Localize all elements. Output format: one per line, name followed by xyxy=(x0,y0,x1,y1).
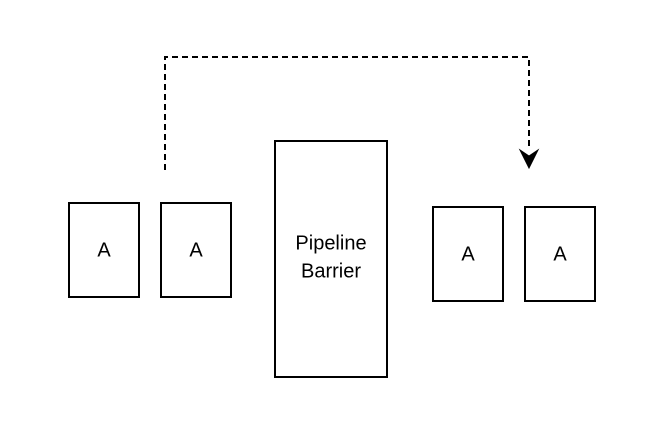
dependency-arrowhead xyxy=(518,148,540,170)
right-box-1-label: A xyxy=(461,243,475,265)
barrier-label-line2: Barrier xyxy=(301,260,361,282)
left-box-1-label: A xyxy=(97,239,111,261)
barrier-label-line1: Pipeline xyxy=(295,232,366,254)
right-box-2-label: A xyxy=(553,243,567,265)
right-box-1: A xyxy=(432,206,504,302)
pipeline-barrier-box: Pipeline Barrier xyxy=(274,140,388,378)
left-box-2: A xyxy=(160,202,232,298)
dependency-arrow xyxy=(164,56,540,170)
right-box-2: A xyxy=(524,206,596,302)
dependency-arrow-line xyxy=(164,56,530,170)
left-box-2-label: A xyxy=(189,239,203,261)
left-box-1: A xyxy=(68,202,140,298)
